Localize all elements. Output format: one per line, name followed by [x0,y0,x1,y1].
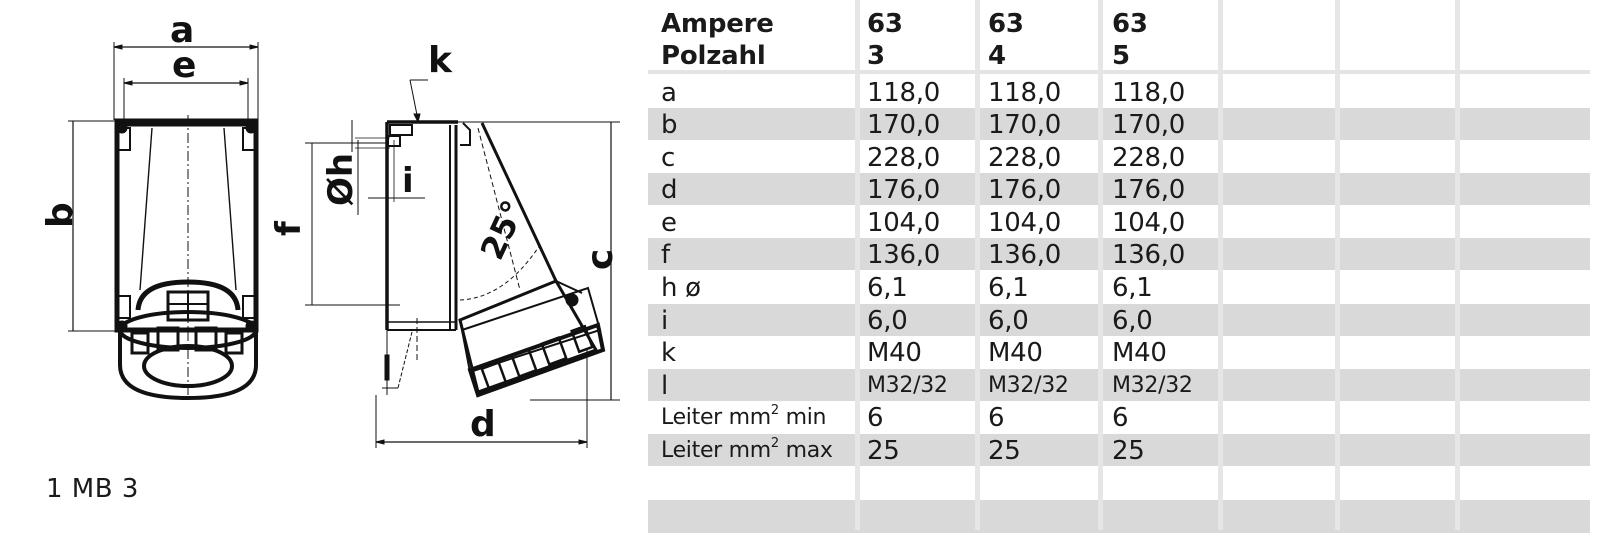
row-label: l [661,371,668,401]
cell-value: 136,0 [1112,240,1185,270]
row-label: a [661,78,677,108]
dim-label-d: d [470,404,496,445]
cell-value: M32/32 [867,373,948,398]
cell-value: 104,0 [1112,208,1185,238]
header-ampere-value: 63 [867,9,903,39]
cell-value: 6,1 [1112,273,1153,303]
table-row [648,173,1590,205]
dim-label-c: c [580,249,621,270]
cell-value: 170,0 [1112,110,1185,140]
row-label: Leiter mm2 min [661,403,827,430]
cell-value: 170,0 [988,110,1061,140]
cell-value: 6,0 [988,306,1029,336]
side-view [305,79,620,448]
header-separator [648,70,1590,74]
cell-value: 6,1 [988,273,1029,303]
cell-value: 118,0 [867,78,940,108]
table-row [648,500,1590,533]
row-label: i [661,306,668,336]
row-label: k [661,338,676,368]
cell-value: 176,0 [988,175,1061,205]
technical-drawing: a e b k Øh i f 25° c d [40,10,621,448]
model-label: 1 MB 3 [46,474,139,504]
front-view [68,42,259,401]
cell-value: M40 [988,338,1043,368]
cell-value: 136,0 [867,240,940,270]
cell-value: 104,0 [867,208,940,238]
cell-value: 6,0 [1112,306,1153,336]
row-label: Leiter mm2 max [661,436,833,463]
dim-label-a: a [170,10,194,51]
table-row [648,434,1590,466]
table-row [648,369,1590,401]
row-label: d [661,175,678,205]
cell-value: 118,0 [1112,78,1185,108]
cell-value: 104,0 [988,208,1061,238]
table-row [648,304,1590,336]
cell-value: 228,0 [1112,143,1185,173]
table-row [648,238,1590,270]
header-polzahl-value: 4 [988,41,1006,71]
row-label: h ø [661,273,701,303]
row-label: b [661,110,678,140]
dim-label-h: Øh [321,153,361,206]
dim-label-f: f [269,220,309,236]
header-polzahl-value: 3 [867,41,885,71]
column-divider [975,0,980,530]
cell-value: 25 [1112,436,1145,466]
cell-value: 25 [867,436,900,466]
column-divider [1098,0,1103,530]
header-ampere-value: 63 [988,9,1024,39]
cell-value: 176,0 [1112,175,1185,205]
cell-value: 176,0 [867,175,940,205]
table-row [648,467,1590,499]
table-row [648,108,1590,140]
header-ampere-label: Ampere [661,9,774,39]
dim-label-k: k [428,40,453,81]
cell-value: 228,0 [988,143,1061,173]
dim-label-i: i [402,161,414,201]
cell-value: 6 [867,403,884,433]
column-divider [1455,0,1460,530]
row-label: e [661,208,677,238]
column-divider [855,0,860,530]
cell-value: 6,1 [867,273,908,303]
header-polzahl-value: 5 [1112,41,1130,71]
spec-table: Ampere Polzahl 63 3 63 4 63 5 a 118,0 11… [648,0,1590,533]
header-polzahl-label: Polzahl [661,41,766,71]
cell-value: 25 [988,436,1021,466]
cell-value: M32/32 [988,373,1069,398]
column-divider [1335,0,1340,530]
cell-value: M40 [867,338,922,368]
dim-label-e: e [172,45,196,86]
dim-label-b: b [40,202,81,228]
cell-value: 136,0 [988,240,1061,270]
cell-value: 6,0 [867,306,908,336]
cell-value: 6 [1112,403,1129,433]
dim-label-angle: 25° [473,194,533,265]
cell-value: 6 [988,403,1005,433]
cell-value: M40 [1112,338,1167,368]
row-label: c [661,143,675,173]
cell-value: 170,0 [867,110,940,140]
column-divider [1218,0,1223,530]
header-ampere-value: 63 [1112,9,1148,39]
row-label: f [661,240,670,270]
cell-value: M32/32 [1112,373,1193,398]
cell-value: 118,0 [988,78,1061,108]
cell-value: 228,0 [867,143,940,173]
